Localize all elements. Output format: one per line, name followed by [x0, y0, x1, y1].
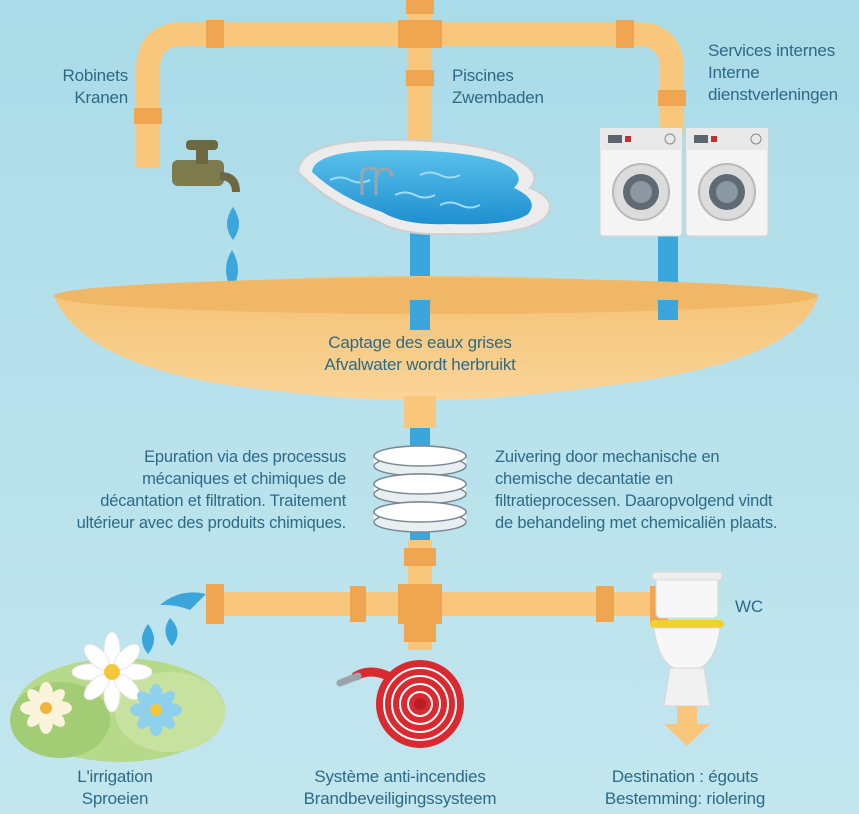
purification-text-fr: Epuration via des processus mécaniques e… [76, 448, 347, 532]
capture-label-nl: Afvalwater wordt herbruikt [324, 355, 516, 374]
taps-label: Robinets Kranen [63, 65, 129, 109]
capture-label: Captage des eaux grises Afvalwater wordt… [220, 332, 620, 376]
pools-label: Piscines Zwembaden [452, 65, 544, 109]
services-label: Services internes Interne dienstverlenin… [708, 40, 838, 106]
pool-illustration [296, 138, 551, 236]
purification-text-nl: Zuivering door mechanische en chemische … [495, 448, 778, 532]
washing-machines [599, 127, 769, 237]
filter-discs [373, 445, 467, 533]
taps-label-fr: Robinets [62, 66, 129, 85]
irrigation-label: L'irrigation Sproeien [40, 766, 190, 810]
services-label-nl-line2: dienstverleningen [708, 85, 838, 104]
taps-label-nl: Kranen [74, 88, 128, 107]
irrigation-label-nl: Sproeien [81, 789, 149, 808]
fire-system-label-fr: Système anti-incendies [314, 767, 486, 786]
sewer-arrow [664, 706, 710, 746]
fire-system-label-nl: Brandbeveiligingssysteem [303, 789, 497, 808]
services-label-nl-line1: Interne [708, 63, 760, 82]
sewer-label-fr: Destination : égouts [611, 767, 759, 786]
irrigation-label-fr: L'irrigation [77, 767, 153, 786]
top-pipes [134, 0, 686, 168]
pools-label-fr: Piscines [452, 66, 514, 85]
pools-label-nl: Zwembaden [452, 88, 544, 107]
wc-label: WC [735, 597, 763, 616]
bottom-pipes [206, 540, 668, 650]
capture-label-fr: Captage des eaux grises [328, 333, 512, 352]
fire-system-label: Système anti-incendies Brandbeveiligings… [280, 766, 520, 810]
tap-illustration [172, 140, 240, 290]
sewer-label: Destination : égouts Bestemming: rioleri… [585, 766, 785, 810]
services-label-fr: Services internes [708, 41, 835, 60]
toilet-illustration [650, 571, 724, 707]
sewer-label-nl: Bestemming: riolering [604, 789, 766, 808]
irrigation-illustration [10, 592, 225, 762]
fire-hose-reel [336, 660, 464, 748]
collection-basin [54, 276, 818, 588]
